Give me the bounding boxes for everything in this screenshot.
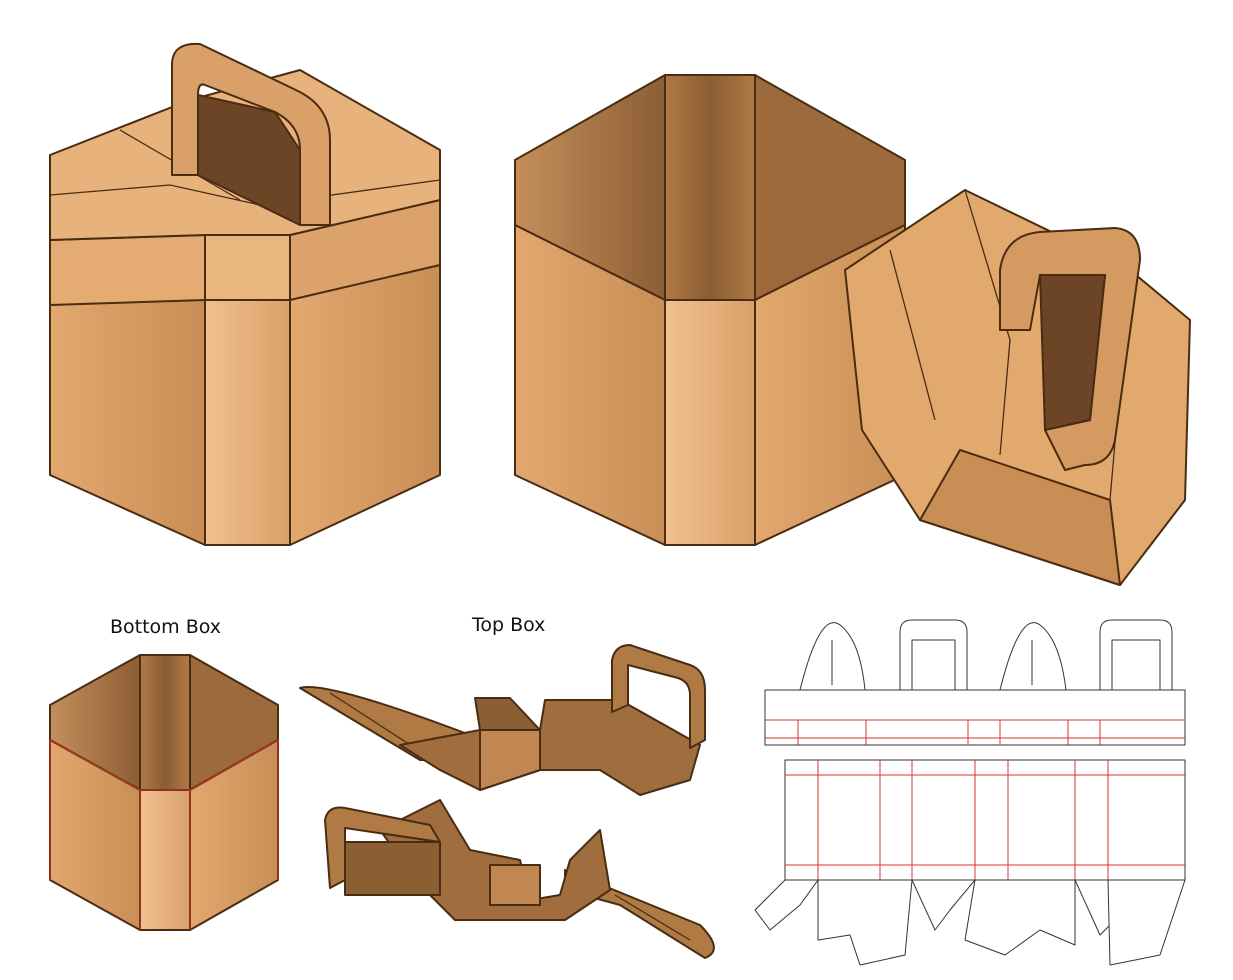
unfolded-top-box [299,644,715,959]
small-bottom-box [49,654,279,931]
assembled-box [49,42,441,546]
dieline-template [754,619,1186,966]
top-box-label: Top Box [472,614,546,636]
bottom-box-label: Bottom Box [110,616,222,638]
open-bottom-box [514,74,906,546]
tilted-lid [844,189,1191,586]
